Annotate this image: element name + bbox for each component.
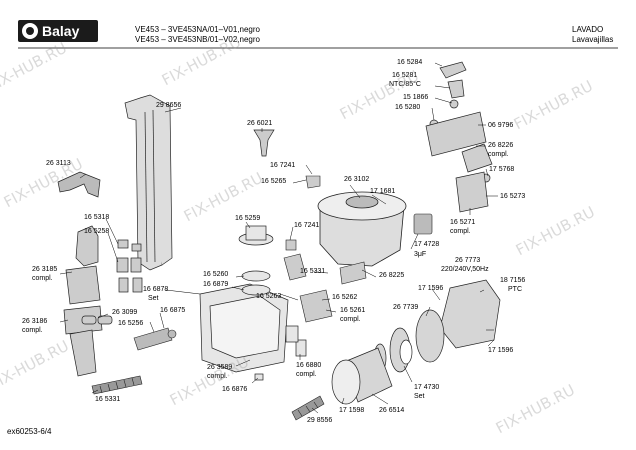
part-label: compl. xyxy=(22,327,43,334)
balay-logo: Balay xyxy=(18,20,98,42)
motor-assembly-drawing xyxy=(331,279,501,405)
part-label: 17 5768 xyxy=(489,166,515,173)
part-label: 29 8556 xyxy=(307,417,333,424)
part-label: PTC xyxy=(508,286,522,293)
bowl-263102-drawing xyxy=(317,191,407,267)
part-label: 16 5284 xyxy=(397,59,423,66)
part-label: 17 1681 xyxy=(370,188,396,195)
valve-166875-drawing xyxy=(133,327,177,351)
part-label: Set xyxy=(414,393,425,400)
part-label: 16 6879 xyxy=(203,281,229,288)
brand-name: Balay xyxy=(42,23,80,39)
funnel-266021-drawing xyxy=(253,129,275,157)
part-label: compl. xyxy=(32,275,53,282)
leader-lines xyxy=(59,62,498,414)
part-label: compl. xyxy=(340,316,361,323)
clip-263113-drawing xyxy=(57,171,101,198)
part-label: 26 6021 xyxy=(247,120,273,127)
part-label: 26 6514 xyxy=(379,407,405,414)
part-label: 16 5260 xyxy=(203,271,229,278)
part-label: compl. xyxy=(296,371,317,378)
diagram-code: ex60253-6/4 xyxy=(7,427,52,436)
small-parts-left-drawing xyxy=(63,225,143,377)
part-label: 17 1596 xyxy=(488,347,514,354)
tube-assembly-drawing xyxy=(124,94,173,271)
part-label: 26 3099 xyxy=(112,309,138,316)
part-label: 26 3589 xyxy=(207,364,233,371)
part-label: 17 4728 xyxy=(414,241,440,248)
part-label: 17 4730 xyxy=(414,384,440,391)
part-label: 16 6878 xyxy=(143,286,169,293)
part-label: 16 5280 xyxy=(395,104,421,111)
part-label: 16 5256 xyxy=(118,320,144,327)
part-label: 17 1596 xyxy=(418,285,444,292)
part-label: 220/240V,50Hz xyxy=(441,266,489,273)
small-parts-center-drawing xyxy=(283,175,367,323)
part-label: 26 8226 xyxy=(488,142,514,149)
part-label: 16 6875 xyxy=(160,307,186,314)
part-label: 16 5263 xyxy=(256,293,282,300)
part-label: 26 3186 xyxy=(22,318,48,325)
part-label: 26 3102 xyxy=(344,176,370,183)
part-label: 16 5271 xyxy=(450,219,476,226)
part-label: 3μF xyxy=(414,251,427,258)
sump-housing-drawing xyxy=(199,225,307,381)
model-line-2: VE453 – 3VE453NB/01–V02,negro xyxy=(135,35,260,44)
part-label: 16 5258 xyxy=(84,228,110,235)
part-label: 16 5273 xyxy=(500,193,526,200)
category-subtitle: Lavavajillas xyxy=(572,35,614,44)
part-label: 16 5281 xyxy=(392,72,418,79)
model-line-1: VE453 – 3VE453NA/01–V01,negro xyxy=(135,25,260,34)
balay-logo-icon xyxy=(22,23,38,39)
part-label: 26 7773 xyxy=(455,257,481,264)
part-label: 06 9796 xyxy=(488,122,514,129)
part-label: 16 5259 xyxy=(235,215,261,222)
category-title: LAVADO xyxy=(572,25,604,34)
part-label: compl. xyxy=(207,373,228,380)
part-label: compl. xyxy=(488,151,509,158)
part-label: 16 5262 xyxy=(332,294,358,301)
part-label: 16 5265 xyxy=(261,178,287,185)
part-label: 16 7241 xyxy=(294,222,320,229)
part-label: 26 8225 xyxy=(379,272,405,279)
part-label: 18 7156 xyxy=(500,277,526,284)
part-label: NTC/85°C xyxy=(389,81,421,88)
part-label: compl. xyxy=(450,228,471,235)
part-label: 26 3185 xyxy=(32,266,58,273)
part-label: 16 5331 xyxy=(95,396,121,403)
part-label: 26 3113 xyxy=(46,160,71,167)
part-label: 29 8656 xyxy=(156,102,182,109)
part-label: 17 1598 xyxy=(339,407,365,414)
top-right-parts-drawing xyxy=(425,61,493,213)
part-label: 16 5318 xyxy=(84,214,110,221)
part-label: Set xyxy=(148,295,159,302)
part-label: 26 7739 xyxy=(393,304,419,311)
part-label: 16 5331 xyxy=(300,268,326,275)
capacitor-174728-drawing xyxy=(413,213,433,235)
part-label: 15 1866 xyxy=(403,94,429,101)
hose-left-drawing xyxy=(91,375,143,395)
part-label: 16 6876 xyxy=(222,386,248,393)
part-label: 16 6880 xyxy=(296,362,322,369)
part-label: 16 7241 xyxy=(270,162,296,169)
part-label: 16 5261 xyxy=(340,307,366,314)
hose-298556-drawing xyxy=(291,395,325,421)
